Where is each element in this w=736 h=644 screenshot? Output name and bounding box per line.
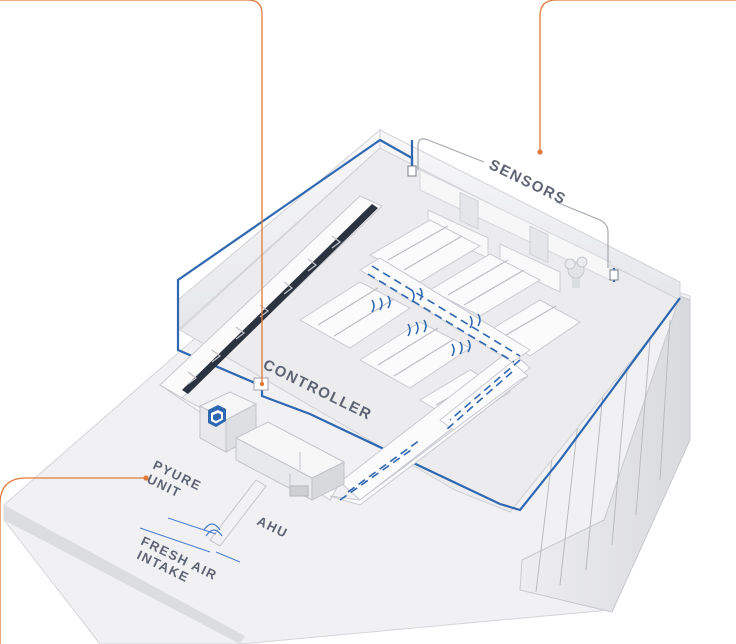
sensor-box-icon	[407, 165, 619, 281]
fresh-air-pipe	[139, 479, 267, 563]
callout-dots	[143, 149, 543, 481]
duct-chevrons	[187, 235, 342, 385]
sensors-bracket	[417, 138, 609, 268]
return-duct	[182, 204, 378, 394]
plant-icon	[564, 256, 588, 288]
pyure-shield-icon	[208, 405, 226, 427]
airflow-wave-icon	[371, 287, 481, 357]
desk-clusters	[299, 219, 581, 425]
ahu-unit	[234, 421, 346, 501]
